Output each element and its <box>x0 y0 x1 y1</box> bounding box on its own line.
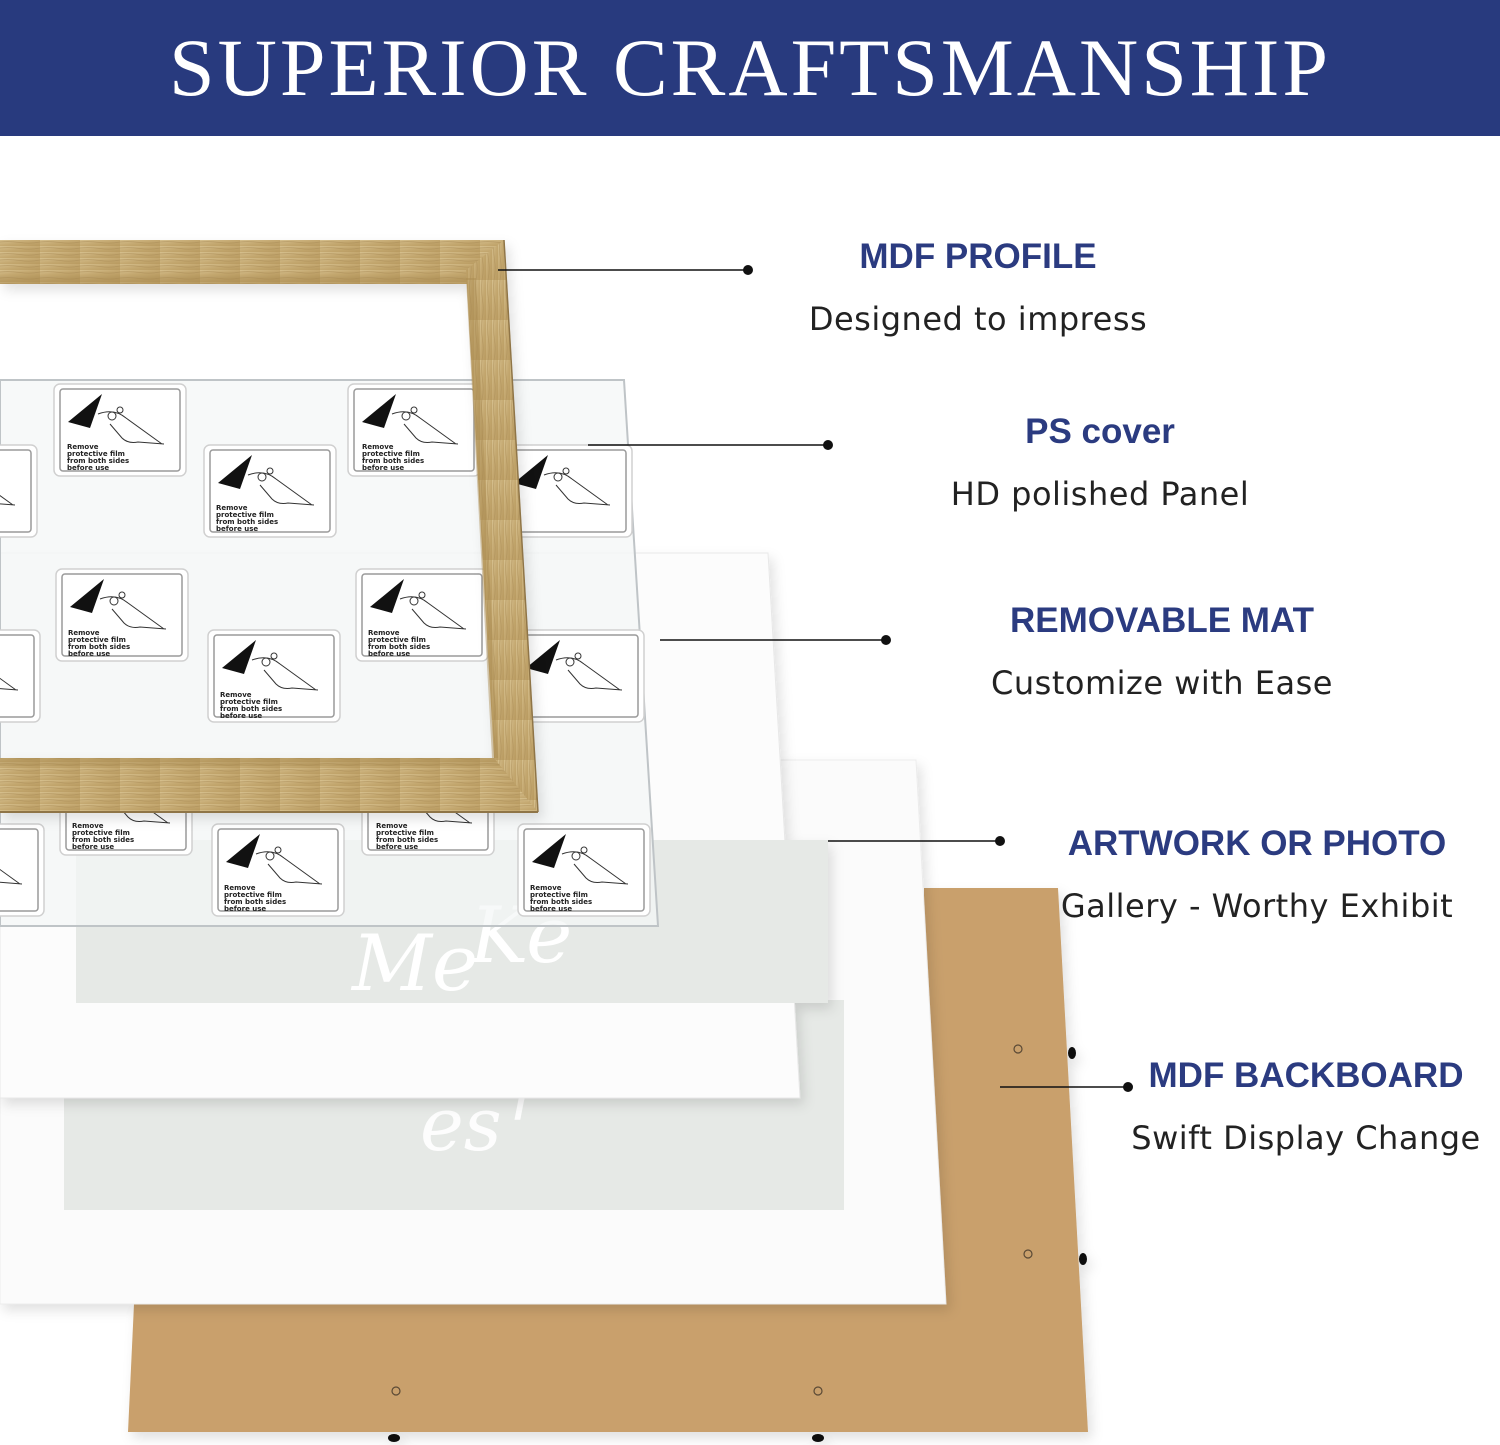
label-ps-cover: PS cover HD polished Panel <box>900 412 1300 513</box>
label-subtitle: Customize with Ease <box>991 663 1333 702</box>
label-mdf-backboard: MDF BACKBOARD Swift Display Change <box>1116 1056 1496 1157</box>
svg-text:before use: before use <box>530 905 572 913</box>
svg-text:before use: before use <box>368 650 410 658</box>
svg-text:protective film: protective film <box>72 829 130 837</box>
svg-text:from both sides: from both sides <box>68 643 130 651</box>
svg-text:protective film: protective film <box>224 891 282 899</box>
svg-text:before use: before use <box>68 650 110 658</box>
leader-dot <box>995 836 1005 846</box>
svg-text:protective film: protective film <box>220 698 278 706</box>
mdf-backboard <box>128 888 1088 1442</box>
banner-title: SUPERIOR CRAFTSMANSHIP <box>169 22 1331 113</box>
svg-text:protective film: protective film <box>362 450 420 458</box>
svg-text:before use: before use <box>72 843 114 851</box>
svg-text:from both sides: from both sides <box>376 836 438 844</box>
label-heading: ARTWORK OR PHOTO <box>1067 824 1447 863</box>
svg-text:from both sides: from both sides <box>530 898 592 906</box>
svg-text:from both sides: from both sides <box>220 705 282 713</box>
svg-text:Remove: Remove <box>376 822 408 830</box>
svg-text:from both sides: from both sides <box>72 836 134 844</box>
label-subtitle: HD polished Panel <box>950 474 1250 513</box>
svg-text:Remove: Remove <box>216 504 248 512</box>
svg-text:protective film: protective film <box>530 891 588 899</box>
label-mdf-profile: MDF PROFILE Designed to impress <box>778 237 1178 338</box>
svg-text:before use: before use <box>362 464 404 472</box>
mdf-frame-profile <box>0 239 539 813</box>
svg-text:before use: before use <box>67 464 109 472</box>
title-banner: SUPERIOR CRAFTSMANSHIP <box>0 0 1500 136</box>
svg-text:Remove: Remove <box>220 691 252 699</box>
label-artwork-photo: ARTWORK OR PHOTO Gallery - Worthy Exhibi… <box>1050 824 1464 925</box>
leader-dot <box>823 440 833 450</box>
label-heading: MDF BACKBOARD <box>1148 1056 1464 1095</box>
svg-text:protective film: protective film <box>68 636 126 644</box>
label-subtitle: Swift Display Change <box>1131 1118 1481 1157</box>
svg-text:protective film: protective film <box>368 636 426 644</box>
svg-text:from both sides: from both sides <box>368 643 430 651</box>
svg-text:Remove: Remove <box>362 443 394 451</box>
leader-dot <box>743 265 753 275</box>
svg-text:Remove: Remove <box>530 884 562 892</box>
svg-text:before use: before use <box>216 525 258 533</box>
leader-dot <box>1123 1082 1133 1092</box>
label-subtitle: Designed to impress <box>808 299 1148 338</box>
svg-text:from both sides: from both sides <box>362 457 424 465</box>
leader-lines <box>498 269 1128 1088</box>
leader-dot <box>881 635 891 645</box>
svg-text:from both sides: from both sides <box>224 898 286 906</box>
svg-text:Remove: Remove <box>224 884 256 892</box>
svg-text:Remove: Remove <box>72 822 104 830</box>
svg-text:Remove: Remove <box>68 629 100 637</box>
label-subtitle: Gallery - Worthy Exhibit <box>1060 886 1454 925</box>
svg-text:Remove: Remove <box>368 629 400 637</box>
label-heading: REMOVABLE MAT <box>1010 601 1314 640</box>
label-heading: MDF PROFILE <box>859 237 1097 276</box>
svg-text:before use: before use <box>220 712 262 720</box>
svg-text:before use: before use <box>224 905 266 913</box>
svg-text:protective film: protective film <box>216 511 274 519</box>
svg-text:from both sides: from both sides <box>67 457 129 465</box>
svg-text:protective film: protective film <box>67 450 125 458</box>
label-heading: PS cover <box>1025 412 1175 451</box>
label-removable-mat: REMOVABLE MAT Customize with Ease <box>962 601 1362 702</box>
svg-text:protective film: protective film <box>376 829 434 837</box>
svg-text:Me: Me <box>350 919 478 1009</box>
svg-text:from both sides: from both sides <box>216 518 278 526</box>
svg-text:Remove: Remove <box>67 443 99 451</box>
svg-text:before use: before use <box>376 843 418 851</box>
